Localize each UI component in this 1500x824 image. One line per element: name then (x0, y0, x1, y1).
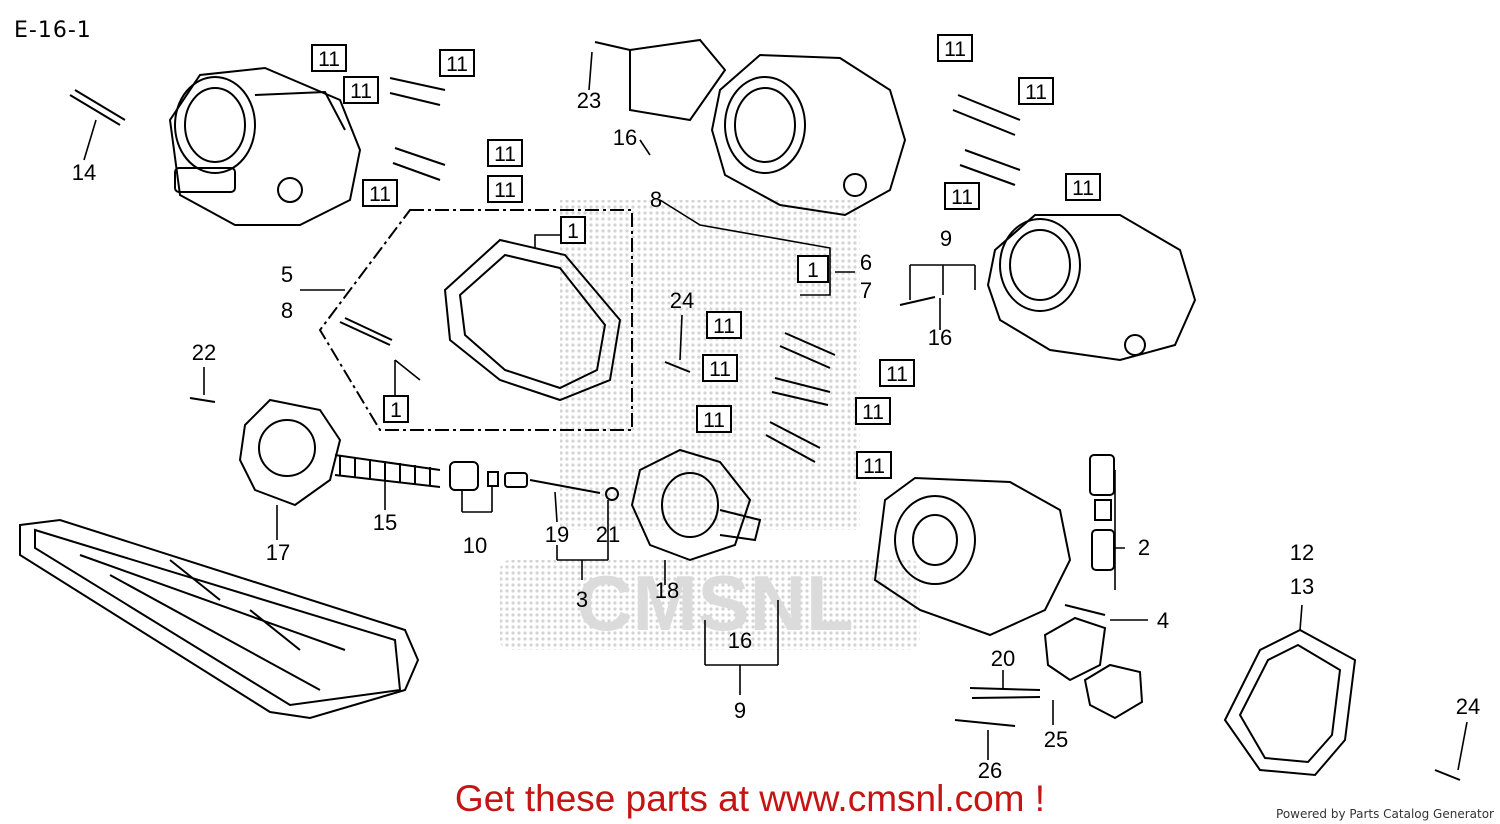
boxed-callout-b6: 11 (487, 175, 523, 203)
diaphragm-cover (238, 398, 342, 507)
boxed-callout-b16-text: 11 (886, 363, 908, 386)
callout-c7: 9 (940, 226, 952, 251)
boxed-callout-b12-text: 1 (807, 259, 819, 282)
boxed-callout-b4-text: 11 (494, 143, 516, 166)
callout-c13: 15 (373, 510, 397, 535)
callout-c21: 9 (734, 698, 746, 723)
callout-c15: 10 (463, 533, 487, 558)
boxed-callout-b17: 11 (696, 405, 732, 433)
callout-c22: 2 (1138, 535, 1150, 560)
boxed-callout-b19: 11 (856, 451, 892, 479)
boxed-callout-b3-text: 11 (350, 80, 372, 103)
fuel-joint-pipes (389, 77, 1021, 463)
air-box-gasket (19, 518, 420, 720)
callout-c12: 24 (670, 288, 694, 313)
boxed-callout-b17-text: 11 (703, 409, 725, 432)
callout-c11: 22 (192, 340, 216, 365)
carburetor-body-right (986, 214, 1197, 362)
boxed-callout-b15-text: 11 (709, 358, 731, 381)
vacuum-piston-diaphragm (630, 448, 762, 562)
callout-c25: 13 (1290, 574, 1314, 599)
callout-c14: 17 (266, 540, 290, 565)
callout-c28: 26 (978, 758, 1002, 783)
boxed-callout-b18: 11 (855, 397, 891, 425)
boxed-callout-b6-text: 11 (494, 179, 516, 202)
boxed-callout-b8-text: 11 (1025, 81, 1047, 104)
callout-c9: 5 (281, 262, 293, 287)
boxed-callout-b15: 11 (702, 354, 738, 382)
boxed-callout-b1: 11 (311, 44, 347, 72)
callout-c26: 20 (991, 646, 1015, 671)
boxed-callout-b7: 11 (937, 34, 973, 62)
watermark-text: CMSNL (576, 559, 853, 647)
boxed-callout-b2: 11 (439, 49, 475, 77)
cta-link-text[interactable]: Get these parts at www.cmsnl.com ! (454, 778, 1046, 819)
callout-c23: 4 (1157, 608, 1169, 633)
boxed-callout-b11: 1 (560, 216, 586, 244)
boxed-callout-b16: 11 (879, 359, 915, 387)
callout-c19: 18 (655, 578, 679, 603)
callout-c17: 21 (596, 522, 620, 547)
boxed-callout-b13: 1 (383, 395, 409, 423)
callout-c16: 19 (545, 522, 569, 547)
boxed-callout-b14-text: 11 (713, 315, 735, 338)
float-chamber (443, 238, 622, 402)
carburetor-body-top-center (629, 38, 907, 217)
callout-c1: 14 (72, 160, 96, 185)
throttle-linkage (1043, 604, 1144, 720)
callout-c27: 25 (1044, 727, 1068, 752)
boxed-callout-b8: 11 (1018, 77, 1054, 105)
boxed-callout-b9: 11 (944, 182, 980, 210)
powered-by-footer: Powered by Parts Catalog Generator (1276, 807, 1494, 821)
callout-c20: 16 (728, 628, 752, 653)
boxed-callout-b4: 11 (487, 139, 523, 167)
carburetor-body-bottom (873, 476, 1072, 637)
callout-labels: 14 23 16 8 6 7 9 16 5 8 22 24 15 17 10 1… (72, 88, 1480, 783)
float-valve-assembly (1089, 454, 1115, 571)
boxed-callout-b11-text: 1 (567, 220, 579, 243)
boxed-callout-b5: 11 (362, 179, 398, 207)
callout-c6: 7 (860, 278, 872, 303)
carburetor-body-top-left (168, 66, 362, 226)
spring (334, 454, 441, 488)
boxed-callout-b14: 11 (706, 311, 742, 339)
boxed-callout-b19-text: 11 (863, 455, 885, 478)
callout-c4: 8 (650, 187, 662, 212)
boxed-callout-b12: 1 (797, 255, 829, 283)
float-valve-needle (339, 317, 393, 346)
boxed-callout-b10-text: 11 (1072, 177, 1094, 200)
callout-c5: 6 (860, 250, 872, 275)
callout-c2: 23 (577, 88, 601, 113)
boxed-callout-b10: 11 (1065, 173, 1101, 201)
callout-c18: 3 (576, 587, 588, 612)
screws (69, 41, 1461, 781)
boxed-callouts: 11 11 11 11 11 11 11 11 11 11 1 1 1 11 1… (311, 34, 1101, 479)
callout-c29: 24 (1456, 694, 1480, 719)
callout-c10: 8 (281, 298, 293, 323)
boxed-callout-b9-text: 11 (951, 186, 973, 209)
diagram-code: E-16-1 (14, 18, 92, 43)
boxed-callout-b13-text: 1 (390, 399, 402, 422)
boxed-callout-b2-text: 11 (446, 53, 468, 76)
boxed-callout-b3: 11 (343, 76, 379, 104)
callout-c8: 16 (928, 325, 952, 350)
boxed-callout-b18-text: 11 (862, 401, 884, 424)
boxed-callout-b1-text: 11 (318, 48, 340, 71)
leader-lines (83, 51, 1468, 771)
boxed-callout-b7-text: 11 (944, 38, 966, 61)
callout-c24: 12 (1290, 540, 1314, 565)
boxed-callout-b5-text: 11 (369, 183, 391, 206)
assembly-group-frame (318, 209, 633, 431)
callout-c3: 16 (613, 125, 637, 150)
float-bowl (1223, 628, 1357, 777)
jet-needle-set (449, 461, 619, 501)
